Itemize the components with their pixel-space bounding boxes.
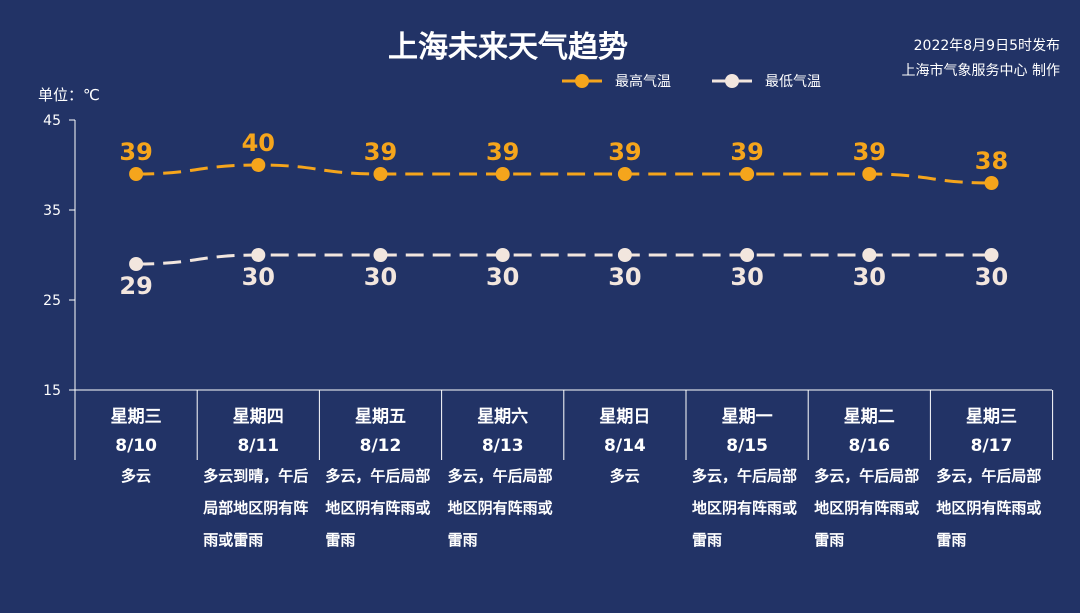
date-label: 8/12 — [360, 436, 402, 456]
data-point-high — [617, 167, 632, 181]
data-point-high — [251, 158, 266, 172]
weather-description: 多云，午后局部地区阴有阵雨或雷雨 — [814, 467, 920, 549]
data-point-high — [862, 167, 877, 181]
legend-label-low: 最低气温 — [765, 74, 821, 90]
chart-title: 上海未来天气趋势 — [388, 30, 628, 65]
date-label: 8/11 — [237, 436, 279, 456]
data-label-high: 39 — [608, 138, 641, 166]
data-point-low — [862, 248, 877, 262]
publish-date: 2022年8月9日5时发布 — [913, 38, 1060, 54]
weather-description: 多云，午后局部地区阴有阵雨或雷雨 — [936, 467, 1042, 549]
legend-marker-low — [725, 74, 739, 88]
data-point-low — [373, 248, 388, 262]
data-point-low — [129, 257, 144, 271]
weekday-label: 星期五 — [355, 407, 406, 427]
data-label-high: 39 — [730, 138, 763, 166]
weekday-label: 星期四 — [233, 407, 284, 427]
weekday-label: 星期六 — [477, 406, 528, 427]
weather-description: 多云到晴，午后局部地区阴有阵雨或雷雨 — [203, 467, 309, 549]
data-point-high — [495, 167, 510, 181]
data-point-low — [740, 248, 755, 262]
data-label-low: 29 — [119, 272, 152, 300]
data-point-high — [740, 167, 755, 181]
y-tick-label: 25 — [43, 293, 61, 309]
date-label: 8/15 — [726, 436, 768, 456]
data-label-high: 39 — [486, 138, 519, 166]
data-point-low — [495, 248, 510, 262]
data-point-high — [129, 167, 144, 181]
data-label-high: 39 — [119, 138, 152, 166]
series-line-high — [136, 163, 992, 185]
weather-description: 多云，午后局部地区阴有阵雨或雷雨 — [447, 467, 553, 549]
data-label-high: 40 — [242, 129, 275, 157]
data-label-low: 30 — [242, 263, 275, 291]
data-label-low: 30 — [608, 263, 641, 291]
data-point-low — [251, 248, 266, 262]
weekday-label: 星期二 — [844, 407, 895, 427]
date-label: 8/13 — [482, 436, 524, 456]
series-line-low — [136, 253, 992, 266]
date-label: 8/10 — [115, 436, 157, 456]
y-tick-label: 45 — [43, 113, 61, 129]
weather-description: 多云 — [609, 467, 640, 485]
weather-description: 多云 — [120, 467, 151, 485]
data-label-low: 30 — [364, 263, 397, 291]
date-label: 8/17 — [971, 436, 1013, 456]
legend-label-high: 最高气温 — [615, 73, 671, 90]
date-label: 8/16 — [848, 436, 890, 456]
data-point-low — [617, 248, 632, 262]
data-point-high — [984, 176, 999, 190]
weekday-label: 星期三 — [111, 407, 162, 427]
publish-info: 2022年8月9日5时发布 上海市气象服务中心 制作 — [902, 34, 1060, 84]
y-tick-label: 15 — [43, 383, 61, 399]
data-label-high: 39 — [853, 138, 886, 166]
data-label-high: 39 — [364, 138, 397, 166]
y-tick-label: 35 — [43, 203, 61, 219]
publisher: 上海市气象服务中心 制作 — [901, 63, 1060, 79]
weather-description: 多云，午后局部地区阴有阵雨或雷雨 — [325, 467, 431, 549]
weekday-label: 星期日 — [599, 407, 650, 427]
data-label-low: 30 — [730, 263, 763, 291]
unit-label: 单位：℃ — [38, 86, 100, 104]
weekday-label: 星期一 — [722, 407, 773, 427]
weekday-label: 星期三 — [966, 407, 1017, 427]
data-label-low: 30 — [853, 263, 886, 291]
weather-description: 多云，午后局部地区阴有阵雨或雷雨 — [692, 467, 798, 549]
data-point-high — [373, 167, 388, 181]
data-point-low — [984, 248, 999, 262]
legend-marker-high — [575, 74, 589, 88]
data-label-high: 38 — [975, 147, 1008, 175]
data-label-low: 30 — [486, 263, 519, 291]
date-label: 8/14 — [604, 436, 646, 456]
data-label-low: 30 — [975, 263, 1008, 291]
